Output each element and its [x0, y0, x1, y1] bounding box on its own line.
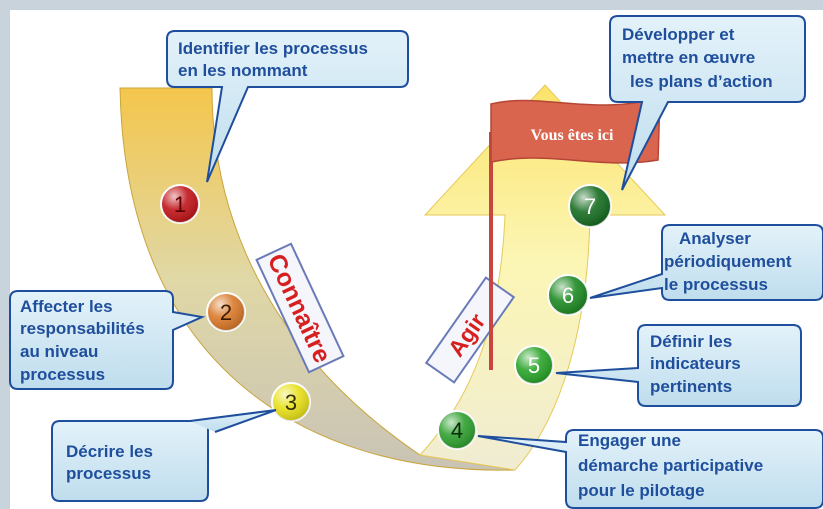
step-circle-7: 7: [568, 184, 612, 228]
callout-text-4: Engager une démarche participative pour …: [578, 431, 768, 500]
callout-text-2: Affecter les responsabilités au niveau p…: [20, 297, 149, 384]
callout-step-3: Décrire les processus: [51, 409, 277, 502]
callout-text-6: Analyser périodiquement le processus: [664, 229, 796, 294]
step-circle-1: 1: [160, 184, 200, 224]
step-circle-5: 5: [514, 345, 554, 385]
callout-text-3: Décrire les processus: [66, 442, 158, 483]
step-number-4: 4: [451, 418, 463, 443]
step-circle-4: 4: [437, 410, 477, 450]
step-circle-6: 6: [547, 274, 589, 316]
step-circle-3: 3: [271, 382, 311, 422]
u-arrow-right-arm: [419, 84, 667, 471]
callout-step-2: Affecter les responsabilités au niveau p…: [9, 290, 206, 390]
callout-text-1: Identifier les processus en les nommant: [178, 39, 373, 80]
step-number-2: 2: [220, 300, 232, 325]
step-number-7: 7: [584, 194, 596, 219]
callout-text-7: Développer et mettre en œuvre les plans …: [622, 25, 773, 91]
callout-step-4: Engager une démarche participative pour …: [477, 429, 823, 509]
callout-step-7: Développer et mettre en œuvre les plans …: [609, 15, 806, 191]
step-number-3: 3: [285, 390, 297, 415]
callout-step-6: Analyser périodiquement le processus: [589, 224, 823, 301]
callout-step-5: Définir les indicateurs pertinents: [555, 324, 802, 407]
flag-label: Vous êtes ici: [531, 127, 615, 144]
step-number-6: 6: [562, 283, 574, 308]
callout-step-1: Identifier les processus en les nommant: [166, 30, 409, 183]
step-circle-2: 2: [206, 292, 246, 332]
flag: [490, 97, 661, 164]
step-number-5: 5: [528, 353, 540, 378]
step-number-1: 1: [174, 192, 186, 217]
callout-text-5: Définir les indicateurs pertinents: [650, 332, 745, 396]
